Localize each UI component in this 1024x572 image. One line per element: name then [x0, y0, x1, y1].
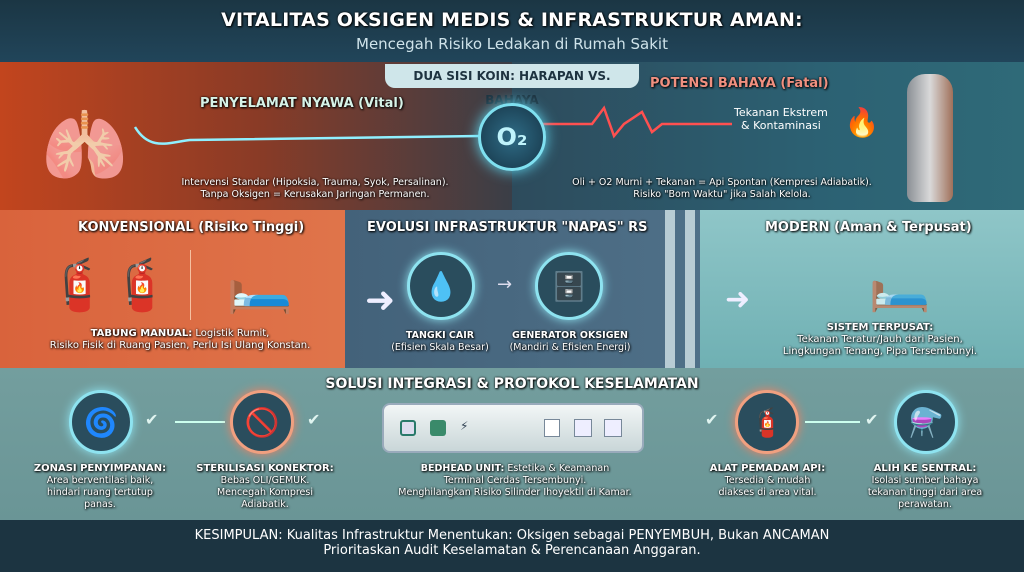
bedhead-title-rest: Estetika & Keamanan — [504, 463, 610, 474]
conventional-label: TABUNG MANUAL: — [90, 328, 193, 339]
modern-heading: MODERN (Aman & Terpusat) — [765, 220, 972, 235]
tank-desc: (Efisien Skala Besar) — [391, 342, 489, 353]
solution-item: ALAT PEMADAM API: Tersedia & mudah diaks… — [695, 463, 840, 499]
ecg-line — [542, 105, 732, 139]
callout-line-1: Tekanan Ekstrem — [734, 106, 828, 119]
central-tanks-icon: ⚗️ — [894, 390, 958, 454]
patient-lungs-icon: 🫁 — [41, 104, 129, 187]
modern-desc-1: Tekanan Teratur/Jauh dari Pasien, — [797, 334, 963, 345]
evolution-panel: EVOLUSI INFRASTRUKTUR "NAPAS" RS ➜ 💧 → 🗄… — [345, 210, 710, 368]
modern-desc-2: Lingkungan Tenang, Pipa Tersembunyi. — [782, 346, 978, 357]
dual-banner: DUA SISI KOIN: HARAPAN VS. BAHAYA — [385, 64, 639, 107]
danger-panel: POTENSI BAHAYA (Fatal) Tekanan Ekstrem &… — [512, 62, 1024, 210]
modern-panel: MODERN (Aman & Terpusat) ➜ 🛏️ SISTEM TER… — [700, 210, 1024, 368]
generator-title: GENERATOR OKSIGEN — [512, 330, 628, 341]
cracked-cylinder-icon — [907, 74, 953, 202]
conclusion-footer: KESIMPULAN: Kualitas Infrastruktur Menen… — [0, 520, 1024, 572]
bedhead-unit: ⚡ — [382, 403, 644, 453]
pipe — [685, 210, 695, 368]
socket-icon — [544, 419, 560, 437]
check-icon: ✔ — [145, 410, 159, 429]
solution-title: STERILISASI KONEKTOR: — [196, 463, 334, 474]
check-icon: ✔ — [705, 410, 719, 429]
generator-desc: (Mandiri & Efisien Energi) — [509, 342, 631, 353]
arrow-right-icon: ➜ — [365, 280, 396, 321]
solution-desc: Tersedia & mudah diakses di area vital. — [718, 475, 817, 498]
danger-desc: Oli + O2 Murni + Tekanan = Api Spontan (… — [552, 177, 892, 201]
fan-icon: 🌀 — [69, 390, 133, 454]
modern-desc: SISTEM TERPUSAT: Tekanan Teratur/Jauh da… — [750, 322, 1010, 358]
danger-line-1: Oli + O2 Murni + Tekanan = Api Spontan (… — [572, 177, 872, 188]
fire-extinguisher-icon: 🧯 — [735, 390, 799, 454]
divider — [190, 250, 191, 320]
solution-desc: Area berventilasi baik, hindari ruang te… — [46, 475, 154, 510]
conventional-desc: TABUNG MANUAL: Logistik Rumit, Risiko Fi… — [20, 328, 340, 352]
vital-line-1: Intervensi Standar (Hipoksia, Trauma, Sy… — [181, 177, 449, 188]
solution-title: ALIH KE SENTRAL: — [873, 463, 977, 474]
solution-desc: Bebas OLI/GEMUK. Mencegah Kompresi Adiab… — [216, 475, 313, 510]
liquid-tank-icon: 💧 — [407, 252, 475, 320]
gas-outlet-icon — [400, 420, 416, 436]
connector-line — [175, 421, 225, 423]
arrow-right-icon: ➜ — [725, 282, 751, 317]
o2-icon: O₂ — [478, 103, 546, 171]
conclusion-line-1: KESIMPULAN: Kualitas Infrastruktur Menen… — [194, 528, 830, 543]
conventional-heading: KONVENSIONAL (Risiko Tinggi) — [78, 220, 305, 235]
conclusion-line-2: Prioritaskan Audit Keselamatan & Perenca… — [323, 543, 701, 558]
danger-callout: Tekanan Ekstrem & Kontaminasi — [734, 106, 828, 132]
check-icon: ✔ — [865, 410, 879, 429]
solution-item: STERILISASI KONEKTOR: Bebas OLI/GEMUK. M… — [185, 463, 345, 511]
solution-title: ALAT PEMADAM API: — [709, 463, 826, 474]
fire-icon: 🔥 — [844, 105, 880, 139]
socket-icon — [574, 419, 592, 437]
solution-desc: Isolasi sumber bahaya tekanan tinggi dar… — [867, 475, 983, 510]
pipe — [665, 210, 675, 368]
page-subtitle: Mencegah Risiko Ledakan di Rumah Sakit — [356, 35, 668, 53]
bedhead-desc: BEDHEAD UNIT: Estetika & Keamanan Termin… — [385, 463, 645, 499]
arrow-small-icon: → — [497, 274, 513, 295]
vital-heading: PENYELAMAT NYAWA (Vital) — [200, 96, 404, 111]
hospital-bed-icon: 🛏️ — [226, 253, 294, 316]
conventional-desc-1: Logistik Rumit, — [192, 328, 270, 339]
generator-label: GENERATOR OKSIGEN (Mandiri & Efisien Ene… — [505, 330, 635, 354]
tank-label: TANGKI CAIR (Efisien Skala Besar) — [385, 330, 495, 354]
check-icon: ✔ — [307, 410, 321, 429]
gas-cylinders-icon: 🧯🧯 — [47, 255, 173, 314]
solutions-panel: SOLUSI INTEGRASI & PROTOKOL KESELAMATAN … — [0, 368, 1024, 520]
solutions-heading: SOLUSI INTEGRASI & PROTOKOL KESELAMATAN — [325, 376, 699, 392]
vital-desc: Intervensi Standar (Hipoksia, Trauma, Sy… — [165, 177, 465, 201]
callout-line-2: & Kontaminasi — [741, 119, 821, 132]
modern-label: SISTEM TERPUSAT: — [826, 322, 934, 333]
socket-icon — [604, 419, 622, 437]
vital-line-2: Tanpa Oksigen = Kerusakan Jaringan Perma… — [200, 189, 430, 200]
header: VITALITAS OKSIGEN MEDIS & INFRASTRUKTUR … — [0, 0, 1024, 62]
tank-title: TANGKI CAIR — [405, 330, 475, 341]
gas-outlet-icon — [430, 420, 446, 436]
oxygen-tube-line — [133, 126, 480, 145]
page-title: VITALITAS OKSIGEN MEDIS & INFRASTRUKTUR … — [221, 9, 803, 31]
bedhead-line-1: Terminal Cerdas Tersembunyi. — [443, 475, 587, 486]
danger-line-2: Risiko "Bom Waktu" jika Salah Kelola. — [633, 189, 811, 200]
conventional-desc-2: Risiko Fisik di Ruang Pasien, Perlu Isi … — [49, 340, 311, 351]
solution-title: ZONASI PENYIMPANAN: — [33, 463, 167, 474]
bedhead-line-2: Menghilangkan Risiko Silinder Ihoyektil … — [398, 487, 632, 498]
modern-room-icon: 🛏️ — [868, 255, 932, 314]
conventional-panel: KONVENSIONAL (Risiko Tinggi) 🧯🧯 🛏️ TABUN… — [0, 210, 380, 368]
oxygen-generator-icon: 🗄️ — [535, 252, 603, 320]
connector-line — [805, 421, 860, 423]
no-grease-hand-icon: 🚫 — [230, 390, 294, 454]
danger-heading: POTENSI BAHAYA (Fatal) — [650, 76, 829, 91]
bedhead-title: BEDHEAD UNIT: — [420, 463, 505, 474]
evolution-heading: EVOLUSI INFRASTRUKTUR "NAPAS" RS — [367, 220, 648, 235]
power-icon: ⚡ — [460, 419, 469, 433]
solution-item: ALIH KE SENTRAL: Isolasi sumber bahaya t… — [855, 463, 995, 511]
solution-item: ZONASI PENYIMPANAN: Area berventilasi ba… — [20, 463, 180, 511]
